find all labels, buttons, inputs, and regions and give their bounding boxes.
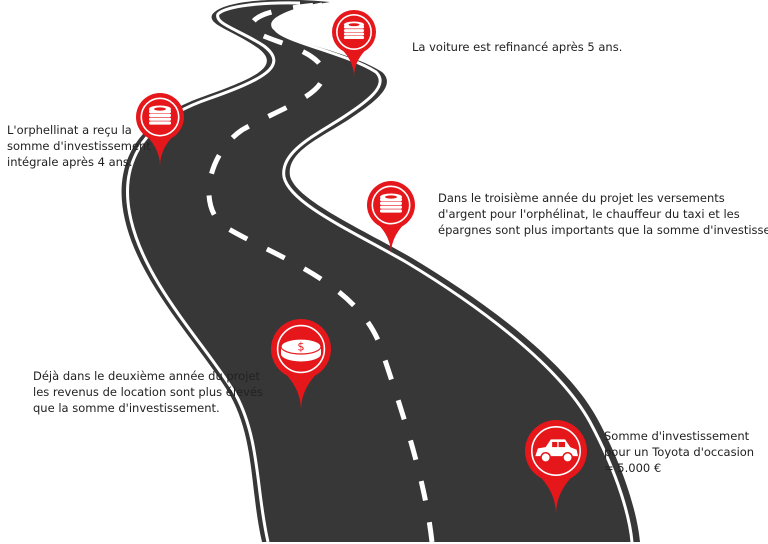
pin-ring <box>276 324 326 374</box>
milestone-markers: $ <box>136 10 587 515</box>
note-line: Dans le troisième année du projet les ve… <box>438 191 725 205</box>
note-line: La voiture est refinancé après 5 ans. <box>412 40 623 54</box>
coin-stack-icon <box>343 21 365 39</box>
car-icon <box>535 439 578 463</box>
note-line: Déjà dans le deuxième année du projet <box>33 369 260 383</box>
note-line: pour un Toyota d'occasion <box>604 445 755 459</box>
pin-tail <box>371 218 411 255</box>
milestone-note-year2: Déjà dans le deuxième année du projet le… <box>33 368 263 416</box>
coin-stack-icon <box>380 193 402 213</box>
note-line: que la somme d'investissement. <box>33 401 220 415</box>
map-pin-year2: $ <box>271 319 331 411</box>
milestone-note-start: Somme d'investissement pour un Toyota d'… <box>604 428 754 476</box>
pin-ring <box>531 426 581 476</box>
note-line: d'argent pour l'orphélinat, le chauffeur… <box>438 207 740 221</box>
map-pin-year3 <box>367 181 415 255</box>
note-line: les revenus de location sont plus élevés <box>33 385 264 399</box>
cash-pile-icon: $ <box>280 338 322 362</box>
coin-stack-icon <box>149 105 171 125</box>
note-line: épargnes sont plus importants que la som… <box>438 223 768 237</box>
road-surface <box>121 0 640 542</box>
road <box>121 0 640 543</box>
map-pin-start <box>525 420 587 515</box>
note-line: = 5.000 € <box>604 461 662 475</box>
road-edge-right <box>272 2 634 543</box>
note-line: somme d'investissement <box>7 139 151 153</box>
milestone-note-year3: Dans le troisième année du projet les ve… <box>438 190 768 238</box>
milestone-note-year5: La voiture est refinancé après 5 ans. <box>412 39 622 55</box>
pin-ring <box>336 14 372 50</box>
note-line: Somme d'investissement <box>604 429 750 443</box>
milestone-note-year4: L'orphellinat a reçu la somme d'investis… <box>7 122 151 170</box>
map-pin-year4 <box>136 93 184 167</box>
pin-tail <box>530 468 582 515</box>
note-line: L'orphellinat a reçu la <box>7 123 132 137</box>
map-pin-year5 <box>332 10 376 78</box>
pin-tail <box>276 365 326 411</box>
pin-ring <box>140 97 180 137</box>
road-center-line <box>206 2 435 543</box>
note-line: intégrale après 4 ans. <box>7 155 133 169</box>
svg-text:$: $ <box>297 340 304 353</box>
pin-ring <box>371 185 411 225</box>
pin-tail <box>335 44 373 78</box>
pin-tail <box>140 130 180 167</box>
